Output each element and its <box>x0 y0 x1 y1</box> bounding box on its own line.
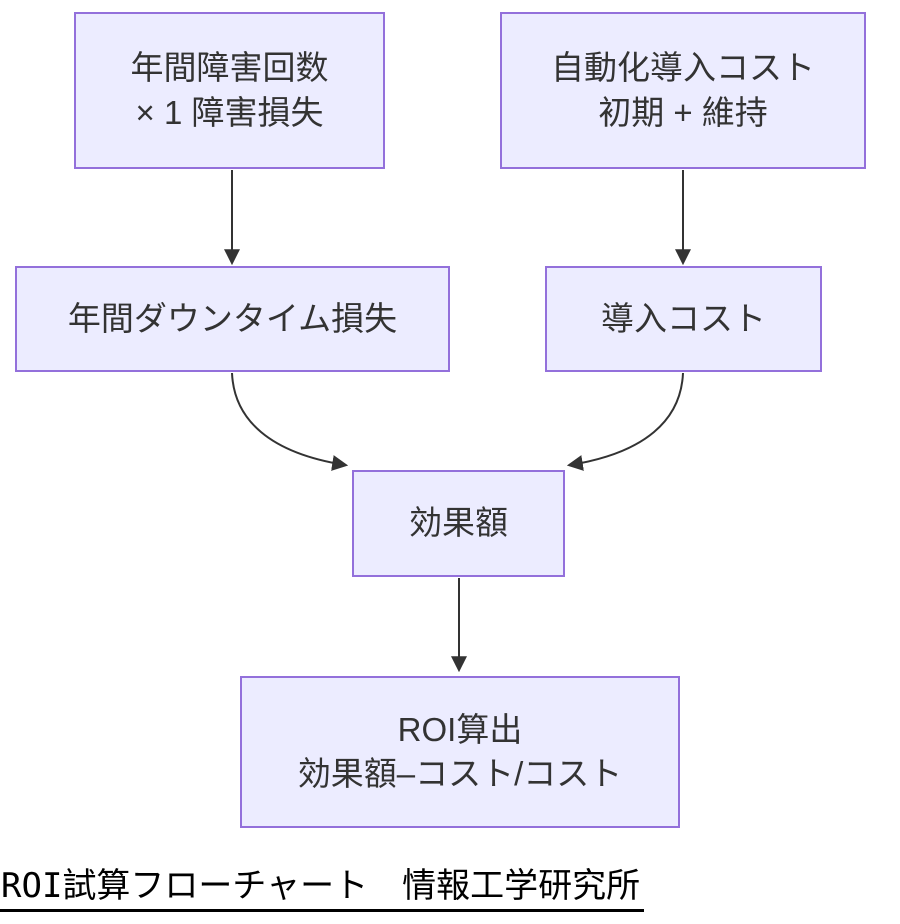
node-label-line: 効果額 <box>409 504 508 542</box>
node-annual-downtime-loss: 年間ダウンタイム損失 <box>15 266 450 372</box>
edge-introcost-to-effect <box>566 372 684 471</box>
node-label-line: ROI算出 <box>397 710 523 748</box>
edge-downtime-to-effect <box>231 372 349 471</box>
node-roi-calculation: ROI算出 効果額–コスト/コスト <box>240 676 680 828</box>
node-label-line: 年間ダウンタイム損失 <box>67 299 398 337</box>
node-label-line: × 1 障害損失 <box>135 93 324 131</box>
node-label-line: 効果額–コスト/コスト <box>297 755 623 792</box>
node-label-line: 年間障害回数 <box>130 49 329 87</box>
diagram-caption: ROI試算フローチャート 情報工学研究所 <box>0 866 645 913</box>
node-label-line: 導入コスト <box>601 299 766 337</box>
node-label-line: 初期 + 維持 <box>598 93 768 131</box>
node-annual-failure-loss: 年間障害回数 × 1 障害損失 <box>74 12 385 169</box>
node-introduction-cost: 導入コスト <box>545 266 822 372</box>
node-automation-cost: 自動化導入コスト 初期 + 維持 <box>500 12 866 169</box>
node-effect-amount: 効果額 <box>352 470 565 577</box>
node-label-line: 自動化導入コスト <box>551 49 815 87</box>
